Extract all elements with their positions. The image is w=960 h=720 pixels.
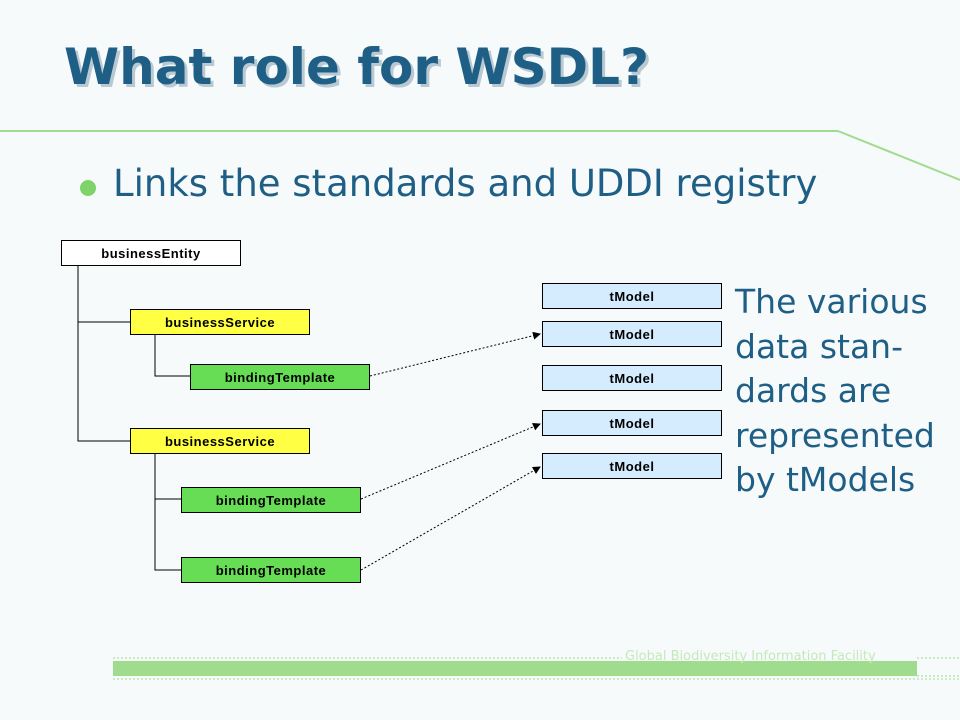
bullet-text: Links the standards and UDDI registry xyxy=(113,162,818,205)
side-caption: The various data stan- dards are represe… xyxy=(735,282,935,499)
slide-title: What role for WSDL? xyxy=(64,38,649,96)
reference-arrows xyxy=(360,331,541,571)
binding-template-box: bindingTemplate xyxy=(190,364,370,390)
tmodel-box: tModel xyxy=(542,410,722,436)
binding-template-box: bindingTemplate xyxy=(181,487,361,513)
business-service-box: businessService xyxy=(130,309,310,335)
business-entity-box: businessEntity xyxy=(61,240,241,266)
bullet-icon xyxy=(80,180,96,196)
footer-text: Global Biodiversity Information Facility xyxy=(625,649,876,664)
binding-template-box: bindingTemplate xyxy=(181,557,361,583)
tmodel-box: tModel xyxy=(542,365,722,391)
tmodel-box: tModel xyxy=(542,283,722,309)
business-service-box: businessService xyxy=(130,428,310,454)
tmodel-box: tModel xyxy=(542,453,722,479)
tree-connectors xyxy=(77,265,190,571)
tmodel-box: tModel xyxy=(542,321,722,347)
